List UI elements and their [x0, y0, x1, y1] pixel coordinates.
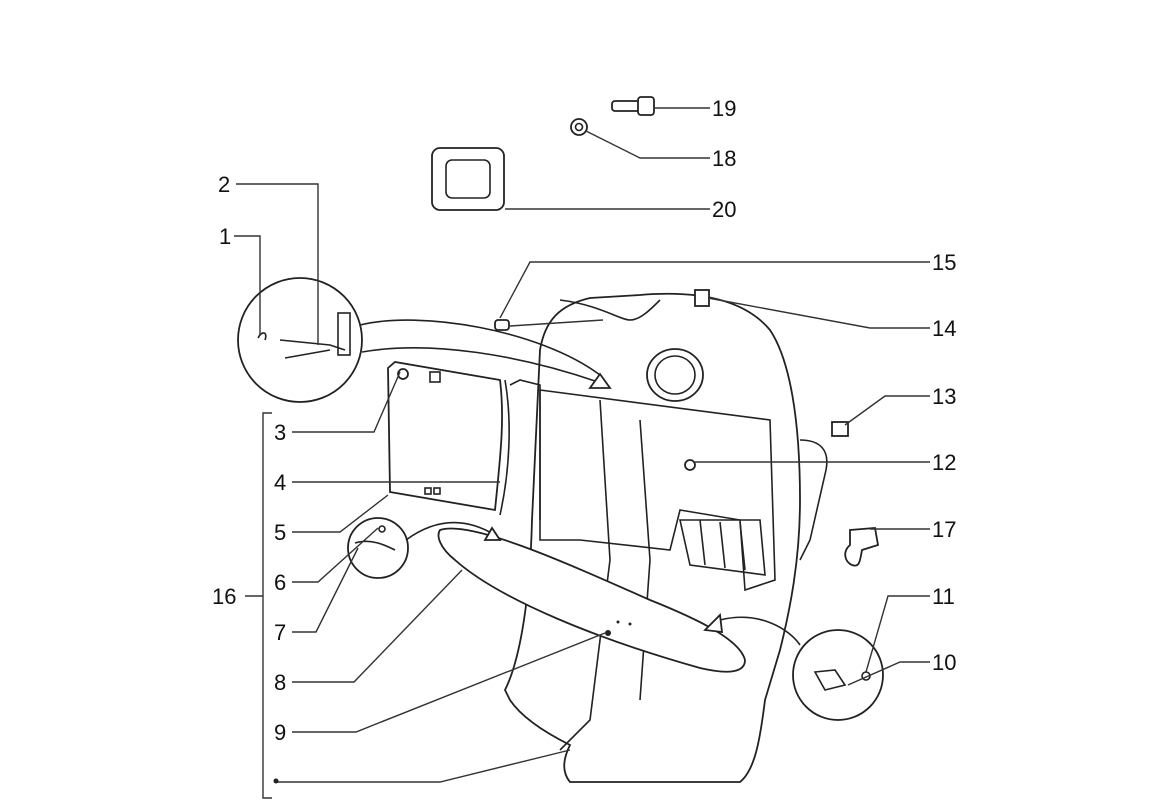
- callout-8: 8: [274, 670, 287, 695]
- callout-5: 5: [274, 520, 287, 545]
- callout-12: 12: [932, 450, 957, 475]
- clip-part-13: [831, 421, 849, 437]
- callout-20: 20: [712, 197, 737, 222]
- leader-lines: [234, 107, 930, 783]
- detail-circle-hinge: [237, 277, 363, 403]
- callout-15: 15: [932, 250, 957, 275]
- callout-10: 10: [932, 650, 957, 675]
- callout-18: 18: [712, 146, 737, 171]
- group-bracket: [262, 412, 272, 799]
- callout-13: 13: [932, 384, 957, 409]
- bolt-part-19: [611, 100, 641, 112]
- callout-3: 3: [274, 420, 287, 445]
- callout-19: 19: [712, 96, 737, 121]
- hook-part-17: [844, 527, 880, 567]
- door-panel: [387, 361, 503, 512]
- callout-6: 6: [274, 570, 287, 595]
- callout-17: 17: [932, 517, 957, 542]
- screw-part-12: [684, 459, 696, 471]
- grommet-part-20: [431, 147, 505, 211]
- detail-circle-latch: [347, 517, 409, 579]
- callout-9: 9: [274, 720, 287, 745]
- callout-14: 14: [932, 316, 957, 341]
- glovebox-lid: [437, 527, 746, 673]
- callout-1: 1: [219, 224, 232, 249]
- callout-11: 11: [932, 584, 955, 609]
- callout-7: 7: [274, 620, 287, 645]
- callout-16: 16: [212, 584, 237, 609]
- callout-2: 2: [218, 172, 231, 197]
- clip-part-14: [694, 289, 710, 307]
- screw-part-15: [494, 319, 510, 331]
- screw-part-3: [397, 368, 409, 380]
- nut-part-18: [570, 118, 588, 136]
- callout-4: 4: [274, 470, 287, 495]
